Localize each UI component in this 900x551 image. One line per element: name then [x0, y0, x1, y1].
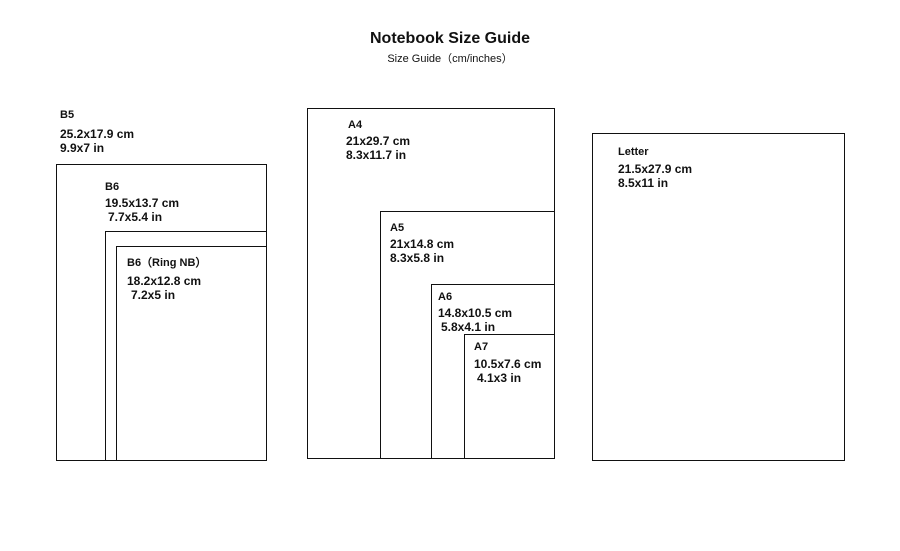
a5-name: A5 [390, 222, 405, 234]
a7-outline [464, 334, 555, 459]
b6-ring-name: B6（Ring NB） [127, 257, 207, 269]
a6-in: 5.8x4.1 in [441, 320, 496, 334]
a4-cm: 21x29.7 cm [346, 134, 411, 148]
letter-cm: 21.5x27.9 cm [618, 162, 693, 176]
a4-label: A4 21x29.7 cm 8.3x11.7 in [346, 118, 410, 162]
a5-in: 8.3x5.8 in [390, 251, 445, 265]
letter-in: 8.5x11 in [618, 176, 669, 190]
a6-name: A6 [438, 291, 453, 303]
b5-label: B5 25.2x17.9 cm 9.9x7 in [60, 108, 134, 155]
a7-cm: 10.5x7.6 cm [474, 357, 542, 371]
page-title: Notebook Size Guide [369, 30, 530, 47]
letter-label: Letter 21.5x27.9 cm 8.5x11 in [618, 145, 692, 190]
a4-in: 8.3x11.7 in [346, 148, 407, 162]
b6-ring-in: 7.2x5 in [131, 288, 176, 302]
a7-name: A7 [474, 341, 489, 353]
b6-ring-outline [116, 246, 267, 461]
letter-outline [592, 133, 845, 461]
b6-in: 7.7x5.4 in [108, 210, 163, 224]
b6-cm: 19.5x13.7 cm [105, 196, 180, 210]
page-subtitle: Size Guide（cm/inches） [387, 53, 513, 65]
a6-label: A6 14.8x10.5 cm 5.8x4.1 in [438, 290, 512, 334]
b5-cm: 25.2x17.9 cm [60, 127, 135, 141]
a5-cm: 21x14.8 cm [390, 237, 455, 251]
letter-name: Letter [618, 146, 649, 158]
b6-label: B6 19.5x13.7 cm 7.7x5.4 in [105, 180, 179, 224]
b6-ring-label: B6（Ring NB） 18.2x12.8 cm 7.2x5 in [127, 256, 206, 302]
a6-cm: 14.8x10.5 cm [438, 306, 513, 320]
a7-label: A7 10.5x7.6 cm 4.1x3 in [474, 340, 541, 385]
a4-name: A4 [348, 119, 363, 131]
a5-label: A5 21x14.8 cm 8.3x5.8 in [390, 221, 454, 265]
b5-in: 9.9x7 in [60, 141, 105, 155]
b5-name: B5 [60, 109, 75, 121]
b6-name: B6 [105, 181, 120, 193]
a7-in: 4.1x3 in [477, 371, 522, 385]
b6-ring-cm: 18.2x12.8 cm [127, 274, 202, 288]
